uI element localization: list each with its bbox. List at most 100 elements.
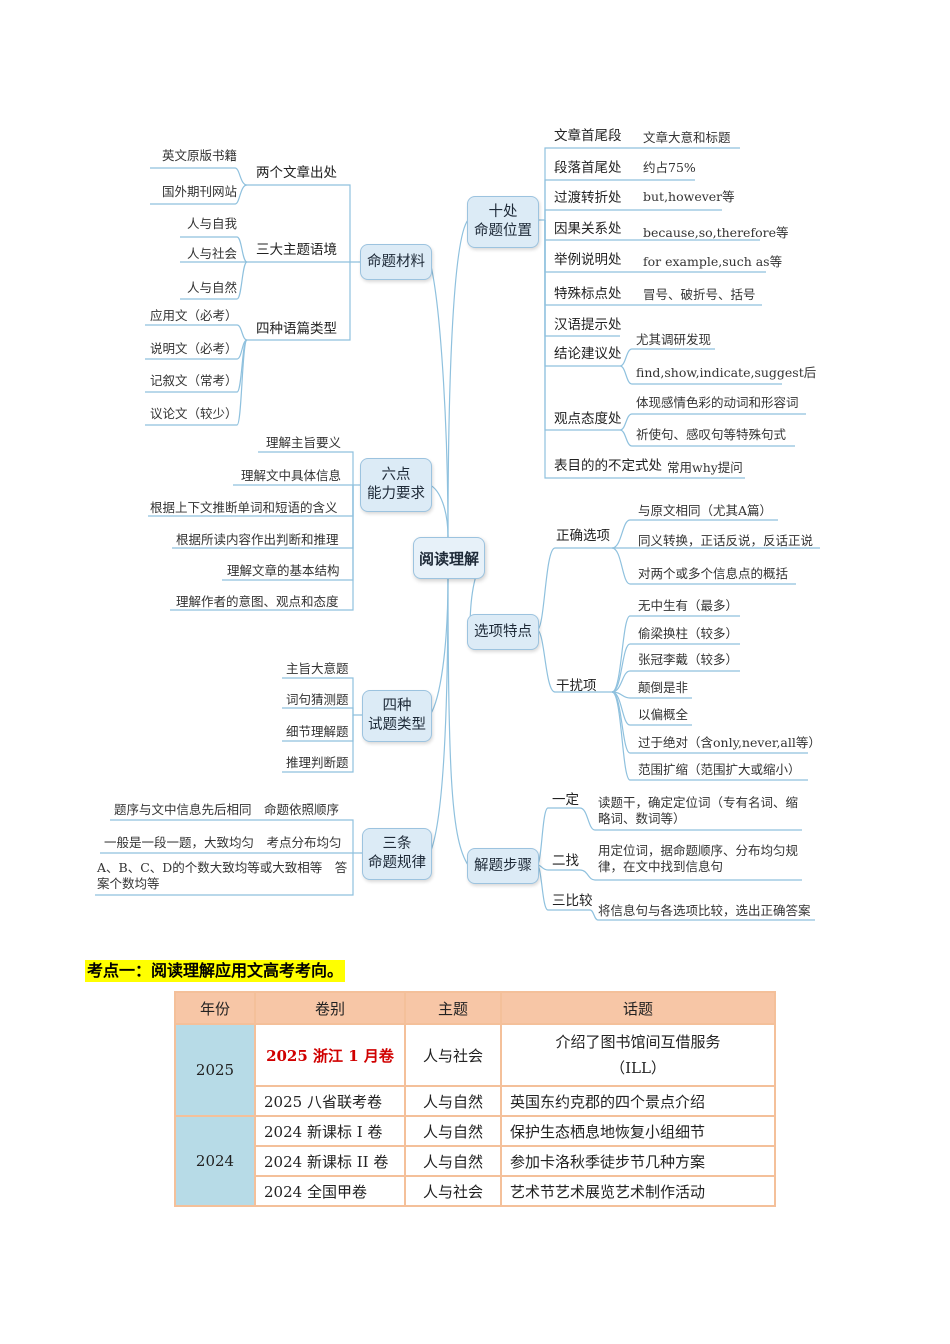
distractor-4: 颠倒是非 xyxy=(638,680,689,695)
leaf-genre-4: 议论文（较少） xyxy=(150,406,238,421)
position-1-note: 文章大意和标题 xyxy=(643,130,731,145)
position-10: 表目的的不定式处 xyxy=(554,458,662,474)
mind-map: 阅读理解 命题材料 两个文章出处 英文原版书籍 国外期刊网站 三大主题语境 人与… xyxy=(95,128,821,921)
topic-cell: 英国东约克郡的四个景点介绍 xyxy=(500,1085,776,1117)
leaf-type-3: 细节理解题 xyxy=(286,724,349,739)
paper-cell: 2024 新课标 II 卷 xyxy=(254,1145,406,1177)
correct-1: 与原文相同（尤其A篇） xyxy=(638,503,773,518)
leaf-ability-5: 理解文章的基本结构 xyxy=(227,563,340,578)
header-topic: 话题 xyxy=(500,991,776,1025)
leaf-type-4: 推理判断题 xyxy=(286,755,349,770)
label-distractor: 干扰项 xyxy=(556,678,597,694)
distractor-3: 张冠李戴（较多） xyxy=(638,652,739,667)
position-8-note-2: find,show,indicate,suggest后 xyxy=(636,365,817,380)
position-7: 汉语提示处 xyxy=(554,317,622,333)
node-question-types: 四种 试题类型 xyxy=(362,690,432,742)
header-year: 年份 xyxy=(174,991,256,1025)
paper-cell: 2024 新课标 I 卷 xyxy=(254,1115,406,1147)
theme-cell: 人与自然 xyxy=(404,1145,502,1177)
table-row: 2025 八省联考卷 人与自然 英国东约克郡的四个景点介绍 xyxy=(175,1085,776,1117)
mind-map-root: 阅读理解 xyxy=(413,537,485,579)
node-options: 选项特点 xyxy=(467,614,539,650)
node-material: 命题材料 xyxy=(360,244,432,280)
paper-cell: 2024 全国甲卷 xyxy=(254,1175,406,1207)
mind-map-branches xyxy=(95,147,820,921)
node-steps: 解题步骤 xyxy=(467,848,539,884)
leaf-rule-3: A、B、C、D的个数大致均等或大致相等 答案个数均等 xyxy=(97,860,348,891)
leaf-ability-1: 理解主旨要义 xyxy=(266,435,342,450)
header-theme: 主题 xyxy=(404,991,502,1025)
distractor-5: 以偏概全 xyxy=(638,707,689,722)
leaf-type-2: 词句猜测题 xyxy=(286,692,349,707)
leaf-rule-2: 一般是一段一题，大致均匀 考点分布均匀 xyxy=(104,835,342,850)
position-5-note: for example,such as等 xyxy=(643,254,783,269)
leaf-ability-3: 根据上下文推断单词和短语的含义 xyxy=(150,500,338,515)
table-row: 2024 2024 新课标 I 卷 人与自然 保护生态栖息地恢复小组细节 xyxy=(174,1115,776,1207)
leaf-ability-4: 根据所读内容作出判断和推理 xyxy=(176,532,339,547)
position-4-note: because,so,therefore等 xyxy=(643,225,789,240)
position-2: 段落首尾处 xyxy=(554,160,622,176)
step-3: 三比较 xyxy=(552,893,593,909)
position-5: 举例说明处 xyxy=(554,252,622,268)
table-header-row: 年份 卷别 主题 话题 xyxy=(174,991,776,1025)
label-sources: 两个文章出处 xyxy=(256,165,337,181)
label-genres: 四种语篇类型 xyxy=(256,321,337,337)
table-row: 2024 新课标 II 卷 人与自然 参加卡洛秋季徒步节几种方案 xyxy=(175,1145,776,1177)
distractor-1: 无中生有（最多） xyxy=(638,598,739,613)
step-1-note: 读题干，确定定位词（专有名词、缩略词、数词等） xyxy=(598,795,799,826)
distractor-6: 过于绝对（含only,never,all等） xyxy=(638,735,821,750)
position-9-note-1: 体现感情色彩的动词和形容词 xyxy=(636,395,799,410)
position-1: 文章首尾段 xyxy=(554,128,622,144)
node-rules: 三条 命题规律 xyxy=(362,828,432,880)
paper-cell: 2025 浙江 1 月卷 xyxy=(254,1023,406,1087)
position-9-note-2: 祈使句、感叹句等特殊句式 xyxy=(636,427,787,442)
step-2-note: 用定位词，据命题顺序、分布均匀规律，在文中找到信息句 xyxy=(598,843,799,874)
topic-cell: 参加卡洛秋季徒步节几种方案 xyxy=(500,1145,776,1177)
leaf-type-1: 主旨大意题 xyxy=(286,661,349,676)
theme-cell: 人与社会 xyxy=(404,1175,502,1207)
position-3: 过渡转折处 xyxy=(554,190,622,206)
step-3-note: 将信息句与各选项比较，选出正确答案 xyxy=(598,903,811,918)
position-6: 特殊标点处 xyxy=(554,286,622,302)
theme-cell: 人与自然 xyxy=(404,1085,502,1117)
leaf-theme-2: 人与社会 xyxy=(187,246,238,261)
position-3-note: but,however等 xyxy=(643,189,735,204)
position-9: 观点态度处 xyxy=(554,411,622,427)
topic-cell: 介绍了图书馆间互借服务（ILL） xyxy=(500,1023,776,1087)
leaf-source-1: 英文原版书籍 xyxy=(162,148,238,163)
position-4: 因果关系处 xyxy=(554,221,622,237)
correct-3: 对两个或多个信息点的概括 xyxy=(638,566,789,581)
position-8-note-1: 尤其调研发现 xyxy=(636,332,712,347)
correct-2: 同义转换，正话反说，反话正说 xyxy=(638,533,814,548)
step-1: 一定 xyxy=(552,792,579,808)
distractor-7: 范围扩缩（范围扩大或缩小） xyxy=(638,762,801,777)
paper-cell: 2025 八省联考卷 xyxy=(254,1085,406,1117)
leaf-ability-2: 理解文中具体信息 xyxy=(241,468,342,483)
leaf-ability-6: 理解作者的意图、观点和态度 xyxy=(176,594,339,609)
table-row: 2024 全国甲卷 人与社会 艺术节艺术展览艺术制作活动 xyxy=(175,1175,776,1207)
leaf-theme-1: 人与自我 xyxy=(187,216,238,231)
leaf-genre-1: 应用文（必考） xyxy=(150,308,238,323)
distractor-2: 偷梁换柱（较多） xyxy=(638,626,739,641)
step-2: 二找 xyxy=(552,853,579,869)
topic-cell: 保护生态栖息地恢复小组细节 xyxy=(500,1115,776,1147)
position-8: 结论建议处 xyxy=(554,346,622,362)
node-abilities: 六点 能力要求 xyxy=(360,458,432,512)
exam-trend-table: 年份 卷别 主题 话题 2025 2025 浙江 1 月卷 人与社会 介绍了图书… xyxy=(174,991,776,1207)
theme-cell: 人与社会 xyxy=(404,1023,502,1087)
leaf-rule-1: 题序与文中信息先后相同 命题依照顺序 xyxy=(114,802,340,817)
label-themes: 三大主题语境 xyxy=(256,242,337,258)
section-heading: 考点一：阅读理解应用文高考考向。 xyxy=(85,960,346,982)
leaf-source-2: 国外期刊网站 xyxy=(162,184,238,199)
theme-cell: 人与自然 xyxy=(404,1115,502,1147)
topic-cell: 艺术节艺术展览艺术制作活动 xyxy=(500,1175,776,1207)
leaf-genre-3: 记叙文（常考） xyxy=(150,373,238,388)
leaf-theme-3: 人与自然 xyxy=(187,280,238,295)
position-2-note: 约占75% xyxy=(643,160,696,175)
position-6-note: 冒号、破折号、括号 xyxy=(643,287,756,302)
leaf-genre-2: 说明文（必考） xyxy=(150,341,238,356)
label-correct-option: 正确选项 xyxy=(556,528,610,544)
year-cell: 2024 xyxy=(174,1115,256,1207)
header-paper: 卷别 xyxy=(254,991,406,1025)
position-10-note: 常用why提问 xyxy=(667,460,743,475)
